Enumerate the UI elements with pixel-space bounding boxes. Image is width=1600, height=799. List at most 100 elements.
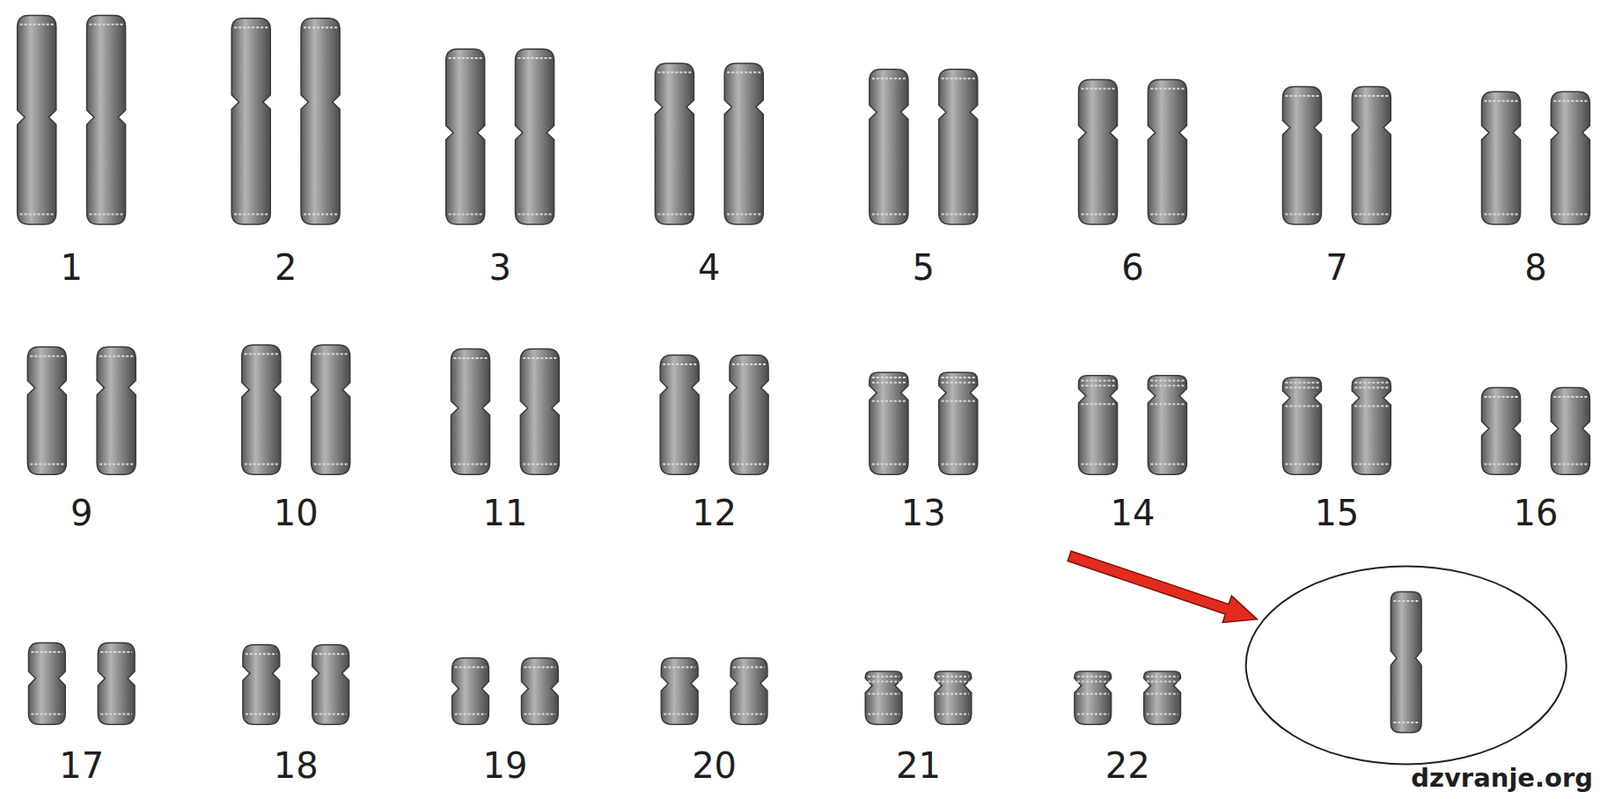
chromosome-band	[518, 212, 552, 215]
chromosome-band	[303, 212, 338, 215]
chromosome-band	[867, 692, 900, 695]
chromosome	[96, 346, 136, 475]
chromosome-band	[732, 363, 766, 366]
chromosome-band	[1081, 379, 1116, 382]
chromosome-number: 2	[274, 249, 297, 286]
chromosome-pair	[654, 63, 764, 225]
chromosome-pair	[1482, 388, 1591, 476]
chromosome-band	[662, 363, 697, 366]
chromosome-band	[1553, 396, 1587, 398]
chromosome	[939, 372, 978, 475]
chromosome-band	[872, 400, 906, 403]
chromosome-band	[314, 463, 348, 466]
chromosome-band	[733, 713, 765, 716]
chromosome-number: 21	[895, 748, 941, 784]
chromosome-number: 8	[1524, 249, 1547, 286]
chromosome	[1550, 91, 1590, 225]
chromosome-number: 17	[58, 748, 104, 784]
chromosome-band	[1077, 692, 1109, 695]
chromosome-band	[1146, 675, 1179, 678]
chromosome-band	[1081, 88, 1116, 90]
chromosome-band	[872, 463, 906, 466]
chromosome	[1074, 671, 1112, 725]
chromosome	[660, 658, 698, 725]
chromosome-band	[448, 212, 483, 215]
chromosome	[515, 49, 555, 225]
chromosome-band	[1150, 379, 1184, 382]
chromosome-number: 4	[697, 249, 720, 286]
chromosome-band	[448, 57, 483, 59]
chromosome-band	[523, 713, 556, 716]
chromosome-band	[941, 376, 976, 379]
chromosome-pair	[242, 645, 350, 725]
chromosome-number: 20	[691, 748, 737, 784]
chromosome-band	[303, 26, 338, 29]
chromosome-band	[20, 212, 54, 215]
chromosome-band	[1393, 721, 1419, 724]
chromosome-number: 7	[1325, 249, 1348, 286]
chromosome-band	[234, 212, 268, 215]
chromosome-band	[1354, 95, 1388, 97]
chromosome-band	[244, 463, 279, 466]
chromosome-band	[1553, 100, 1587, 103]
chromosome-band	[1150, 212, 1184, 215]
chromosome	[1550, 388, 1590, 476]
chromosome-band	[1484, 100, 1519, 103]
chromosome-number: 1	[59, 249, 82, 286]
chromosome-number: 18	[273, 748, 319, 784]
chromosome-band	[1077, 681, 1109, 683]
chromosome-band	[100, 651, 133, 654]
chromosome-band	[89, 212, 124, 215]
chromosome-band	[30, 651, 63, 654]
chromosome-pair	[446, 49, 555, 225]
chromosome-band	[453, 357, 487, 360]
chromosome	[1282, 377, 1322, 475]
chromosome-band	[1081, 212, 1116, 215]
chromosome-pair	[869, 69, 978, 225]
chromosome-number: 14	[1110, 495, 1156, 531]
chromosome	[729, 354, 769, 475]
chromosome-band	[1553, 212, 1587, 215]
chromosome-number: 9	[70, 495, 93, 531]
chromosome-band	[872, 212, 906, 215]
chromosome	[452, 658, 490, 725]
chromosome-number: 6	[1121, 249, 1144, 286]
chromosome-band	[663, 666, 696, 668]
chromosome-band	[1077, 713, 1109, 716]
chromosome-band	[1146, 713, 1179, 716]
single-chromosome	[1390, 591, 1422, 733]
chromosome-band	[1484, 396, 1519, 398]
chromosome-band	[726, 212, 761, 215]
chromosome-band	[20, 23, 54, 26]
chromosome-pair	[865, 671, 972, 725]
chromosome-band	[1150, 403, 1184, 405]
chromosome-band	[663, 713, 696, 716]
chromosome	[1147, 79, 1187, 225]
chromosome-number: 22	[1105, 748, 1151, 784]
chromosome	[869, 372, 909, 475]
chromosome	[312, 645, 350, 725]
chromosome-pair	[660, 658, 768, 725]
chromosome	[17, 14, 57, 225]
chromosome-pair	[450, 349, 559, 476]
chromosome-band	[867, 675, 900, 678]
chromosome	[865, 671, 903, 725]
chromosome-band	[234, 26, 268, 29]
chromosome-band	[872, 376, 906, 379]
chromosome-band	[657, 212, 691, 215]
chromosome	[97, 642, 135, 725]
chromosome-pair	[1482, 91, 1591, 225]
chromosome-band	[99, 355, 133, 358]
chromosome-band	[89, 23, 124, 26]
chromosome-pair	[28, 642, 135, 725]
chromosome-number: 5	[912, 249, 935, 286]
chromosome-band	[726, 71, 761, 74]
chromosome-pair	[1282, 87, 1391, 226]
chromosome-band	[1077, 675, 1109, 678]
chromosome-band	[315, 713, 347, 716]
chromosome-band	[314, 352, 348, 355]
chromosome	[311, 344, 351, 475]
chromosome	[1351, 377, 1391, 475]
chromosome-band	[522, 463, 557, 466]
